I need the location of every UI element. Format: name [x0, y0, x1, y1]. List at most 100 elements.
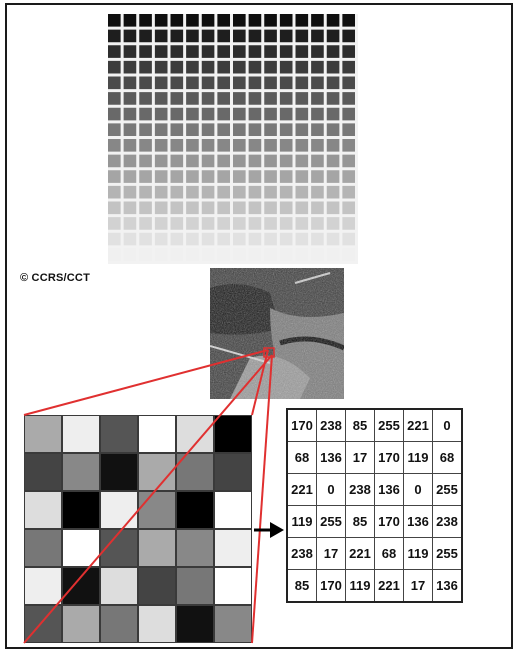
gradient-cell	[249, 170, 262, 183]
gradient-cell	[217, 248, 230, 261]
pixel-cell	[139, 530, 176, 567]
gradient-cell	[171, 108, 184, 121]
gradient-cell	[139, 92, 152, 105]
gradient-cell	[264, 186, 277, 199]
gradient-cell	[171, 139, 184, 152]
gradient-cell	[217, 186, 230, 199]
gradient-cell	[233, 233, 246, 246]
gradient-cell	[249, 186, 262, 199]
gradient-cell	[249, 202, 262, 215]
gradient-cell	[264, 77, 277, 90]
gradient-cell	[202, 139, 215, 152]
gradient-cell	[139, 123, 152, 136]
gradient-cell	[296, 108, 309, 121]
pixel-cell	[177, 530, 214, 567]
table-cell: 119	[404, 538, 433, 570]
table-cell: 85	[346, 506, 375, 538]
gradient-cell	[217, 30, 230, 43]
gradient-cell	[202, 108, 215, 121]
gradient-cell	[342, 155, 355, 168]
gradient-cell	[327, 155, 340, 168]
gradient-cell	[327, 186, 340, 199]
gradient-cell	[249, 92, 262, 105]
gradient-cell	[108, 30, 121, 43]
gradient-cell	[311, 170, 324, 183]
gradient-cell	[186, 14, 199, 27]
gradient-cell	[139, 61, 152, 74]
table-cell: 221	[404, 409, 433, 442]
gradient-cell	[264, 202, 277, 215]
gradient-cell	[171, 45, 184, 58]
gradient-cell	[233, 186, 246, 199]
table-cell: 255	[317, 506, 346, 538]
table-cell: 255	[433, 474, 463, 506]
gradient-cell	[186, 123, 199, 136]
gradient-cell	[202, 170, 215, 183]
pixel-cell	[139, 568, 176, 605]
gradient-cell	[171, 186, 184, 199]
gradient-cell	[296, 77, 309, 90]
pixel-cell	[139, 454, 176, 491]
gradient-cell	[249, 30, 262, 43]
gradient-cell	[124, 45, 137, 58]
gradient-cell	[217, 155, 230, 168]
gradient-cell	[342, 139, 355, 152]
gradient-cell	[108, 61, 121, 74]
gradient-cell	[280, 30, 293, 43]
gradient-cell	[311, 108, 324, 121]
gradient-cell	[233, 139, 246, 152]
gradient-cell	[280, 123, 293, 136]
gradient-cell	[311, 248, 324, 261]
gradient-cell	[202, 248, 215, 261]
gradient-cell	[171, 123, 184, 136]
gradient-cell	[124, 123, 137, 136]
gradient-cell	[296, 61, 309, 74]
gradient-cell	[264, 61, 277, 74]
gradient-cell	[342, 92, 355, 105]
pixel-cell	[25, 568, 62, 605]
gradient-cell	[327, 14, 340, 27]
gradient-cell	[280, 155, 293, 168]
table-cell: 17	[346, 442, 375, 474]
gradient-cell	[280, 14, 293, 27]
gradient-cell	[249, 248, 262, 261]
gradient-cell	[342, 45, 355, 58]
gradient-cell	[342, 170, 355, 183]
table-cell: 68	[433, 442, 463, 474]
gradient-cell	[171, 155, 184, 168]
gradient-cell	[217, 92, 230, 105]
gradient-cell	[186, 217, 199, 230]
gradient-cell	[233, 45, 246, 58]
arrow-right-icon	[254, 520, 284, 540]
gradient-cell	[217, 170, 230, 183]
gradient-cell	[342, 123, 355, 136]
gradient-cell	[264, 30, 277, 43]
gradient-cell	[139, 14, 152, 27]
table-cell: 0	[317, 474, 346, 506]
pixel-cell	[101, 454, 138, 491]
gradient-cell	[155, 92, 168, 105]
table-cell: 238	[317, 409, 346, 442]
gradient-cell	[217, 77, 230, 90]
gradient-cell	[186, 155, 199, 168]
gradient-cell	[155, 123, 168, 136]
gradient-cell	[108, 123, 121, 136]
gradient-cell	[264, 217, 277, 230]
gradient-cell	[264, 155, 277, 168]
table-cell: 136	[375, 474, 404, 506]
gradient-cell	[327, 77, 340, 90]
gradient-cell	[217, 45, 230, 58]
gradient-cell	[296, 202, 309, 215]
gradient-cell	[327, 202, 340, 215]
gradient-cell	[280, 233, 293, 246]
gradient-cell	[124, 170, 137, 183]
gradient-cell	[155, 248, 168, 261]
gradient-cell	[202, 77, 215, 90]
table-cell: 119	[404, 442, 433, 474]
gradient-cell	[108, 233, 121, 246]
